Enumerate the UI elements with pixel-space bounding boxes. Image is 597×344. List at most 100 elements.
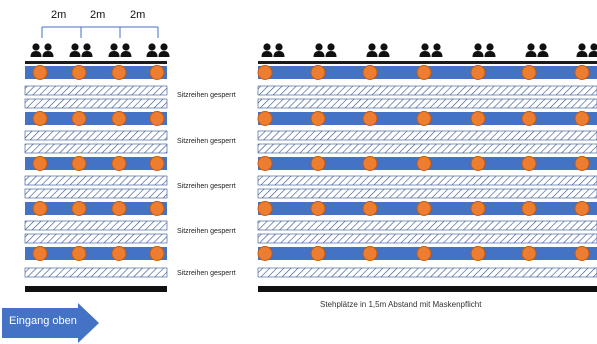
right-blocked-row-1-2	[257, 98, 597, 109]
right-seat-3-3	[362, 156, 378, 171]
right-seat-4-5	[470, 201, 486, 216]
left-seating-block	[24, 43, 170, 292]
right-blocked-row-2-2	[257, 143, 597, 154]
right-person-group-icon-6	[526, 43, 549, 57]
right-blocked-row-3-2	[257, 188, 597, 199]
left-person-group-icon-4	[147, 43, 170, 57]
left-blocked-row-2-2	[24, 143, 168, 154]
right-seat-2-6	[521, 111, 537, 126]
left-seat-4-2	[71, 201, 87, 216]
left-seat-2-3	[111, 111, 127, 126]
entrance-label: Eingang oben	[9, 315, 77, 327]
right-seat-5-2	[310, 246, 326, 261]
right-seat-4-6	[521, 201, 537, 216]
right-seat-5-1	[257, 246, 273, 261]
left-seat-2-2	[71, 111, 87, 126]
right-blocked-row-5-1	[257, 267, 597, 278]
left-top-edge	[25, 61, 167, 64]
right-seat-4-7	[574, 201, 590, 216]
blocked-label-4: Sitzreihen gesperrt	[177, 228, 236, 235]
left-blocked-row-3-2	[24, 188, 168, 199]
blocked-label-5: Sitzreihen gesperrt	[177, 270, 236, 277]
right-seat-1-4	[416, 65, 432, 80]
left-base	[25, 286, 167, 292]
left-blocked-row-4-2	[24, 233, 168, 244]
left-seat-row-2	[25, 112, 167, 125]
left-seat-3-2	[71, 156, 87, 171]
left-seat-row-3	[25, 157, 167, 170]
right-seat-3-4	[416, 156, 432, 171]
left-blocked-row-2-1	[24, 130, 168, 141]
distance-label-1: 2m	[51, 9, 67, 21]
right-seat-5-4	[416, 246, 432, 261]
distance-markers	[41, 26, 159, 38]
right-seat-1-1	[257, 65, 273, 80]
right-seat-1-3	[362, 65, 378, 80]
left-seat-row-4	[25, 202, 167, 215]
left-seat-5-2	[71, 246, 87, 261]
right-seat-4-1	[257, 201, 273, 216]
right-seat-2-1	[257, 111, 273, 126]
right-person-group-icon-7	[577, 43, 597, 57]
left-seat-1-1	[32, 65, 48, 80]
left-seat-row-5	[25, 247, 167, 260]
left-person-group-icon-3	[109, 43, 132, 57]
left-seat-2-1	[32, 111, 48, 126]
right-seat-5-7	[574, 246, 590, 261]
left-blocked-row-4-1	[24, 220, 168, 231]
left-seat-row-1	[25, 66, 167, 79]
left-person-group-icon-2	[70, 43, 93, 57]
right-seat-3-2	[310, 156, 326, 171]
right-blocked-row-2-1	[257, 130, 597, 141]
left-seat-5-4	[149, 246, 165, 261]
right-seat-4-2	[310, 201, 326, 216]
right-top-edge	[258, 61, 597, 64]
left-blocked-row-3-1	[24, 175, 168, 186]
right-seat-2-5	[470, 111, 486, 126]
right-seat-2-2	[310, 111, 326, 126]
left-seat-1-4	[149, 65, 165, 80]
right-seat-3-6	[521, 156, 537, 171]
left-seat-1-2	[71, 65, 87, 80]
right-blocked-row-3-1	[257, 175, 597, 186]
distance-label-3: 2m	[130, 9, 146, 21]
right-blocked-row-1-1	[257, 85, 597, 96]
blocked-label-2: Sitzreihen gesperrt	[177, 138, 236, 145]
right-seat-5-6	[521, 246, 537, 261]
right-seat-3-7	[574, 156, 590, 171]
right-person-group-icon-5	[473, 43, 496, 57]
blocked-label-1: Sitzreihen gesperrt	[177, 92, 236, 99]
left-blocked-row-1-2	[24, 98, 168, 109]
right-seat-4-3	[362, 201, 378, 216]
left-seat-5-3	[111, 246, 127, 261]
left-seat-4-3	[111, 201, 127, 216]
right-person-group-icon-2	[314, 43, 337, 57]
right-seat-3-1	[257, 156, 273, 171]
blocked-label-3: Sitzreihen gesperrt	[177, 183, 236, 190]
distance-label-2: 2m	[90, 9, 106, 21]
left-blocked-row-1-1	[24, 85, 168, 96]
right-seat-3-5	[470, 156, 486, 171]
right-seat-2-4	[416, 111, 432, 126]
arrow-right-icon	[2, 303, 99, 343]
right-seat-1-2	[310, 65, 326, 80]
left-seat-4-1	[32, 201, 48, 216]
left-seat-3-3	[111, 156, 127, 171]
right-blocked-row-4-1	[257, 220, 597, 231]
left-seat-4-4	[149, 201, 165, 216]
left-seat-3-4	[149, 156, 165, 171]
right-seat-1-7	[574, 65, 590, 80]
right-seat-4-4	[416, 201, 432, 216]
right-seat-2-7	[574, 111, 590, 126]
right-person-group-icon-4	[420, 43, 443, 57]
left-person-group-icon-1	[31, 43, 54, 57]
left-seat-5-1	[32, 246, 48, 261]
right-seat-1-5	[470, 65, 486, 80]
right-person-group-icon-1	[262, 43, 285, 57]
right-standing-block	[257, 43, 597, 292]
right-seat-5-3	[362, 246, 378, 261]
left-seat-2-4	[149, 111, 165, 126]
right-person-group-icon-3	[367, 43, 390, 57]
right-seat-5-5	[470, 246, 486, 261]
